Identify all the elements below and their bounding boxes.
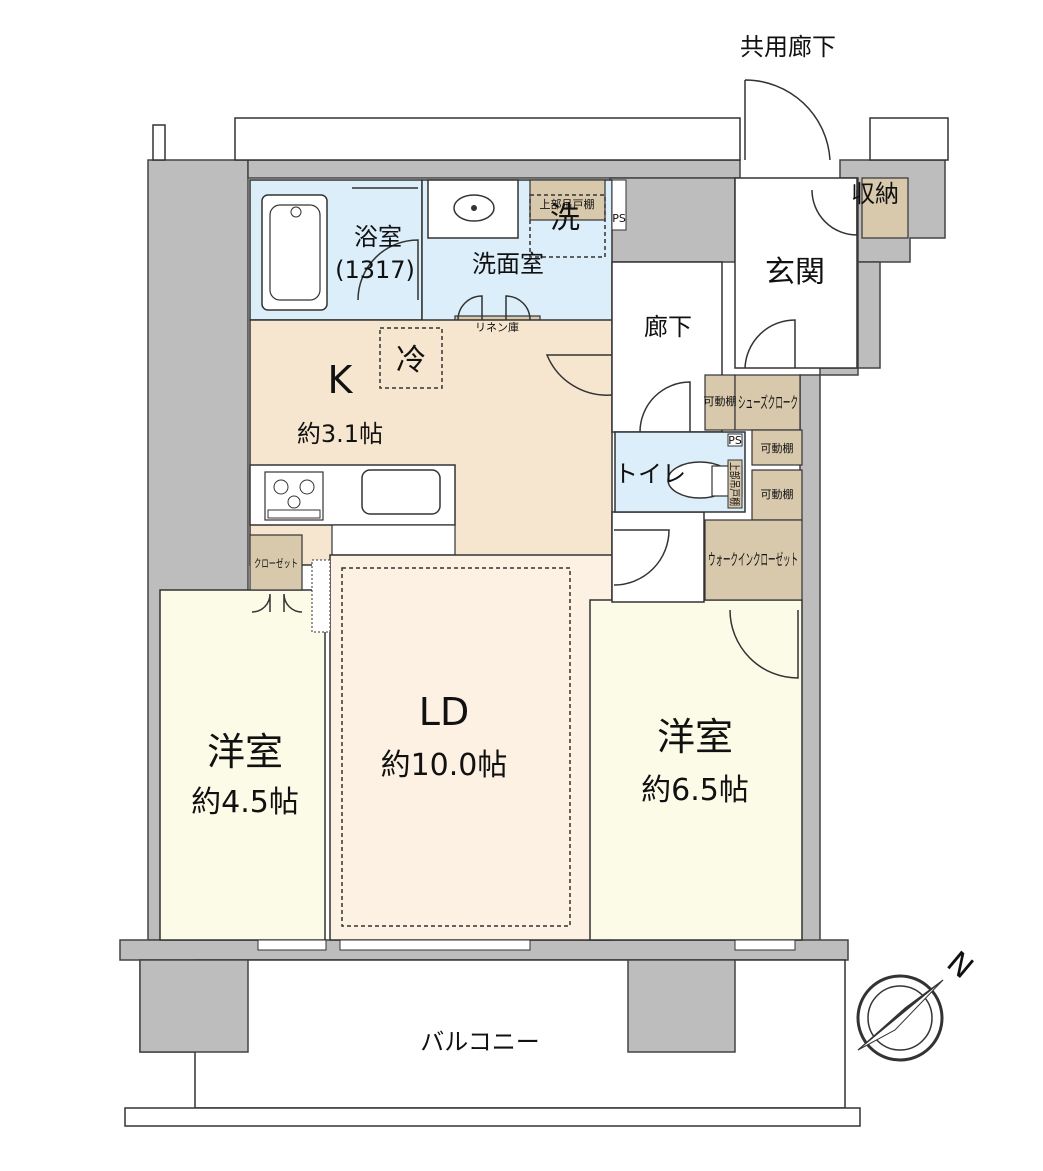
washroom-label: 洗面室 bbox=[472, 250, 544, 278]
western-right-label: 洋室 bbox=[657, 715, 733, 759]
shoe-closet-box bbox=[734, 374, 801, 431]
entrance-floor bbox=[734, 177, 858, 369]
ld-size-label: 約10.0帖 bbox=[381, 748, 508, 783]
movable-shelf-b-box bbox=[751, 429, 803, 466]
washer-area bbox=[529, 194, 606, 258]
movable-shelf-c-box bbox=[751, 469, 803, 521]
compass-icon bbox=[856, 974, 944, 1062]
balcony bbox=[124, 959, 861, 1127]
ps-label: PS bbox=[612, 212, 626, 225]
kitchen-size-label: 約3.1帖 bbox=[297, 420, 383, 448]
closet-small-box bbox=[249, 534, 303, 591]
top-parapet bbox=[152, 117, 949, 161]
sink-counter bbox=[427, 179, 519, 239]
kitchen-label: K bbox=[328, 358, 354, 402]
hallway-floor bbox=[611, 261, 723, 433]
shoe-closet-label: シューズクローク bbox=[738, 393, 798, 412]
bathroom-label: 浴室 bbox=[354, 223, 402, 251]
western-left-size-label: 約4.5帖 bbox=[191, 785, 299, 820]
movable-shelf-a-label: 可動棚 bbox=[704, 394, 737, 408]
ps2-label: PS bbox=[728, 434, 742, 447]
ld-rug bbox=[341, 567, 571, 927]
western-right-floor bbox=[589, 599, 803, 941]
doors bbox=[251, 79, 858, 679]
ps2-box bbox=[727, 433, 743, 447]
western-right-size-label: 約6.5帖 bbox=[641, 773, 749, 808]
bathroom-size-label: (1317) bbox=[335, 256, 415, 284]
windows bbox=[257, 939, 796, 951]
western-left-floor bbox=[159, 589, 326, 941]
walkin-box bbox=[704, 519, 803, 601]
upper-shelf-label: 上部吊戸棚 bbox=[540, 197, 595, 211]
walkin-label: ウォークインクローゼット bbox=[708, 550, 798, 569]
drain-icon bbox=[290, 206, 302, 218]
toilet-upper-box bbox=[727, 459, 743, 509]
toilet-upper-label: 上部吊戸棚 bbox=[728, 462, 742, 506]
balcony-label: バルコニー bbox=[420, 1028, 540, 1056]
north-label: N bbox=[940, 945, 980, 986]
ld-floor bbox=[329, 554, 613, 941]
common-corridor-label: 共用廊下 bbox=[740, 33, 836, 61]
western-left-label: 洋室 bbox=[207, 730, 283, 774]
toilet-label: トイレ bbox=[614, 460, 686, 488]
fridge-box bbox=[379, 327, 443, 389]
movable-shelf-c-label: 可動棚 bbox=[761, 487, 794, 501]
storage-label: 収納 bbox=[851, 180, 899, 208]
ld-label: LD bbox=[419, 690, 469, 734]
hallway-lower bbox=[611, 511, 705, 603]
laundry-label: 洗 bbox=[550, 201, 580, 236]
entrance-label: 玄関 bbox=[765, 255, 825, 290]
hallway-label: 廊下 bbox=[644, 313, 692, 341]
closet-small-label: クローゼット bbox=[254, 557, 298, 570]
ps-box bbox=[611, 179, 627, 231]
kitchen-sink-icon bbox=[361, 469, 441, 515]
fridge-label: 冷 bbox=[396, 343, 426, 378]
storage-box bbox=[861, 177, 909, 239]
bathtub-inner bbox=[269, 204, 321, 301]
movable-shelf-b-label: 可動棚 bbox=[761, 441, 794, 455]
linen-label: リネン庫 bbox=[475, 320, 519, 334]
